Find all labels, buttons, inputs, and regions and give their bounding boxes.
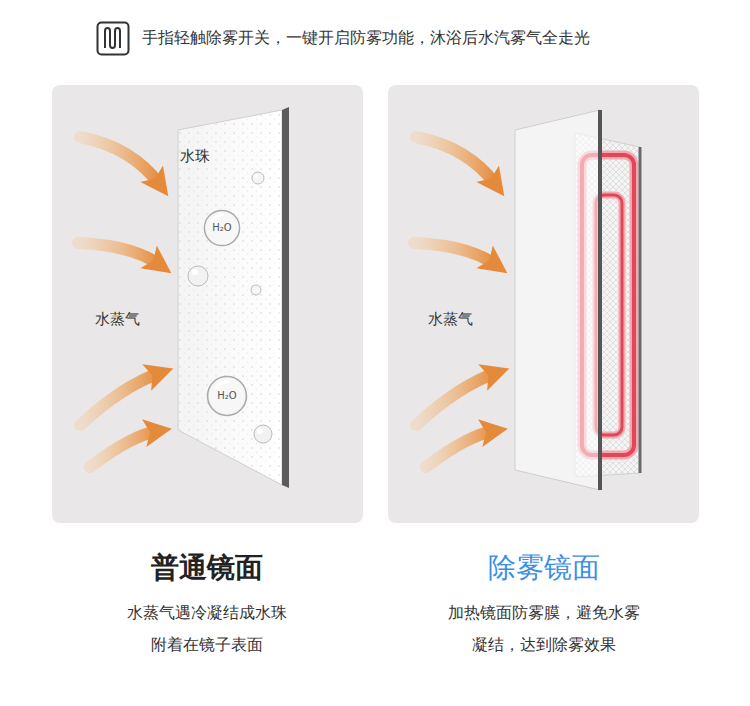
water-bubble: H₂O [206, 375, 248, 417]
molecule-label: H₂O [203, 209, 241, 247]
water-bubble: H₂O [203, 209, 241, 247]
mirror-panel: 水珠水蒸气 H₂O H₂O [52, 85, 363, 523]
caption-text: 加热镜面防雾膜，避免水雾 凝结，达到除雾效果 [445, 597, 643, 661]
mirror-heading: 普通镜面 [151, 548, 263, 588]
vapor-label: 水蒸气 [428, 310, 473, 329]
defog-mirror-illustration [388, 85, 699, 523]
molecule-label: H₂O [206, 375, 248, 417]
header-text: 手指轻触除雾开关，一键开启防雾功能，沐浴后水汽雾气全走光 [142, 28, 750, 49]
mirror-panel: 水蒸气 [388, 85, 699, 523]
mirror-heading: 除雾镜面 [488, 548, 600, 588]
vapor-label: 水蒸气 [95, 310, 140, 329]
caption-text: 水蒸气遇冷凝结成水珠 附着在镜子表面 [124, 597, 290, 661]
heater-icon [96, 21, 132, 57]
droplet-label: 水珠 [180, 147, 210, 166]
